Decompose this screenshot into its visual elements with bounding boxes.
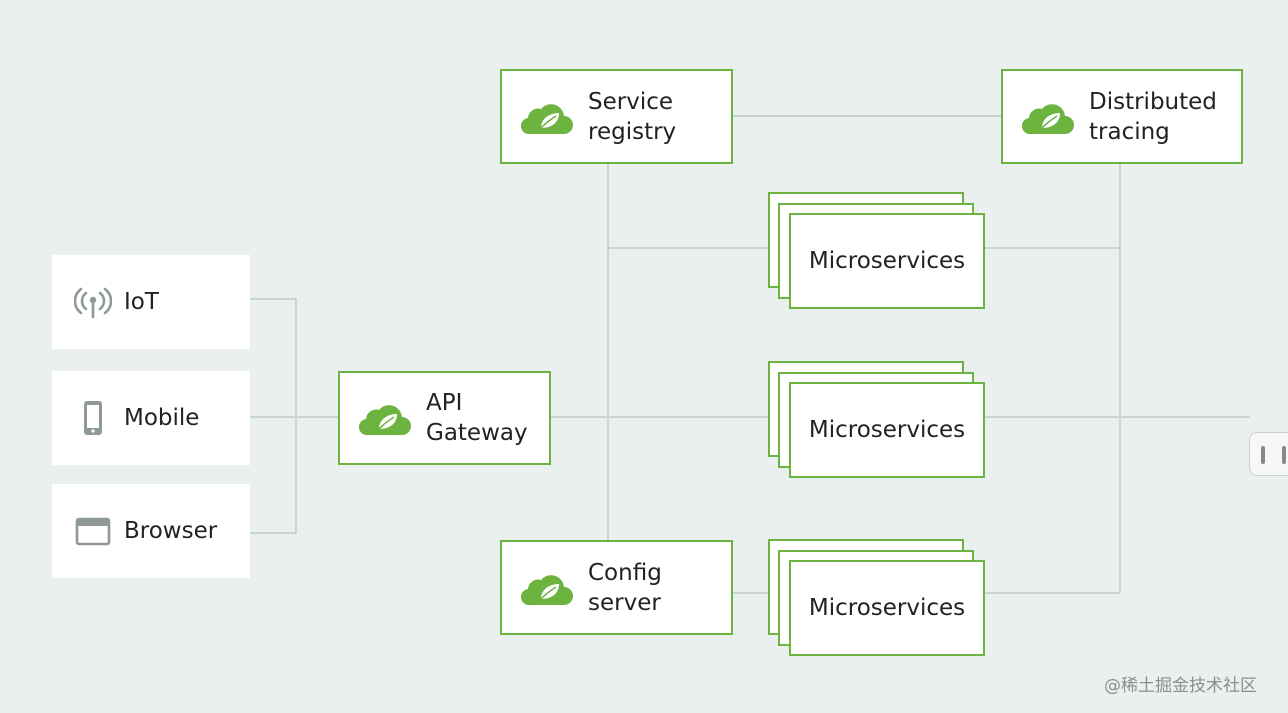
handle-grip-icon — [1282, 446, 1286, 464]
config-server-box: Config server — [500, 540, 733, 635]
watermark: @稀土掘金技术社区 — [1104, 676, 1257, 696]
microservices-label: Microservices — [808, 417, 966, 443]
microservices-stack: Microservices — [768, 192, 988, 310]
api-gateway-label: API Gateway — [426, 390, 528, 446]
microservices-stack: Microservices — [768, 539, 988, 657]
service-registry-box: Service registry — [500, 69, 733, 164]
side-scroll-handle[interactable] — [1249, 432, 1288, 476]
microservices-stack: Microservices — [768, 361, 988, 479]
browser-window-icon — [75, 517, 111, 546]
client-label: Browser — [124, 518, 218, 544]
spring-cloud-leaf-icon — [520, 574, 573, 605]
microservices-label: Microservices — [808, 248, 966, 274]
mobile-phone-icon — [84, 401, 102, 435]
handle-grip-icon — [1261, 446, 1265, 464]
service-registry-label: Service registry — [588, 88, 677, 145]
client-mobile: Mobile — [52, 371, 250, 465]
microservices-card-front: Microservices — [789, 560, 985, 656]
spring-cloud-leaf-icon — [520, 103, 573, 134]
microservices-card-front: Microservices — [789, 213, 985, 309]
client-browser: Browser — [52, 484, 250, 578]
client-iot: IoT — [52, 255, 250, 349]
antenna-icon — [74, 287, 112, 319]
spring-cloud-leaf-icon — [1021, 103, 1074, 134]
microservices-card-front: Microservices — [789, 382, 985, 478]
config-server-label: Config server — [588, 559, 662, 616]
distributed-tracing-label: Distributed tracing — [1089, 88, 1217, 145]
distributed-tracing-box: Distributed tracing — [1001, 69, 1243, 164]
client-label: Mobile — [124, 405, 200, 431]
api-gateway-box: API Gateway — [338, 371, 551, 465]
client-label: IoT — [124, 289, 159, 315]
microservices-label: Microservices — [808, 595, 966, 621]
spring-cloud-leaf-icon — [358, 405, 411, 436]
